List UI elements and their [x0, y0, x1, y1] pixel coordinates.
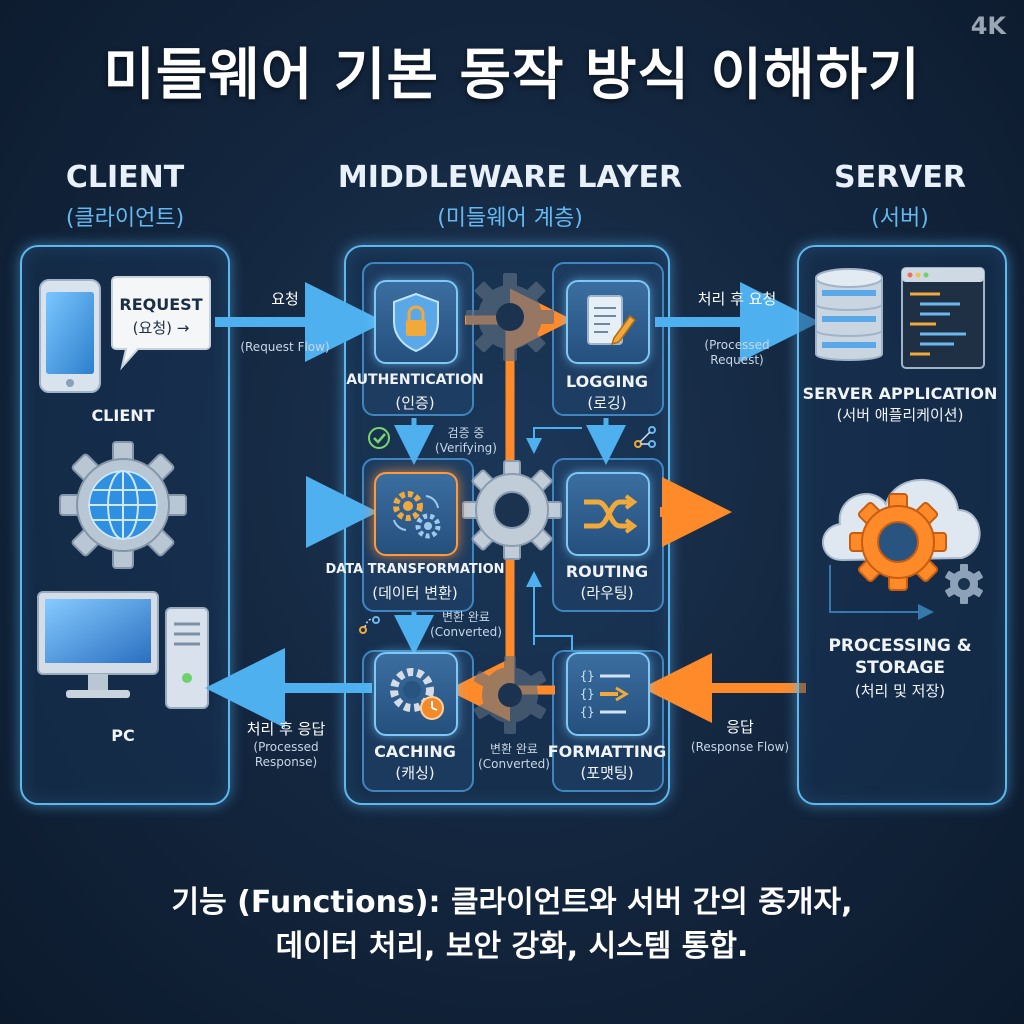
caching-tile[interactable]: [374, 652, 458, 736]
client-column-subtitle: (클라이언트): [65, 206, 185, 231]
code-format-icon: {} {} {}: [580, 669, 630, 719]
central-gear-icon: [462, 460, 562, 560]
authentication-sublabel: (인증): [395, 394, 435, 412]
page-title: 미들웨어 기본 동작 방식 이해하기: [103, 43, 921, 108]
shuffle-route-icon: [584, 494, 638, 534]
processed-request-label-en-2: Request): [710, 353, 764, 367]
code-window-icon: [901, 267, 985, 369]
logging-tile[interactable]: [566, 280, 650, 364]
client-device-label: CLIENT: [91, 406, 155, 425]
authentication-label: AUTHENTICATION: [346, 372, 484, 388]
smartphone-icon: [39, 279, 101, 393]
globe-gear-icon: [59, 441, 187, 569]
processed-response-label-en-1: (Processed: [253, 740, 319, 754]
data-transformation-label: DATA TRANSFORMATION: [325, 562, 505, 577]
middleware-column-subtitle: (미들웨어 계층): [437, 206, 583, 231]
server-column-title: SERVER: [833, 160, 966, 195]
formatting-label: FORMATTING: [547, 742, 667, 761]
verifying-note-en: (Verifying): [435, 441, 497, 455]
footer-line-1: 기능 (Functions): 클라이언트와 서버 간의 중개자,: [171, 885, 853, 920]
network-nodes-icon: [634, 426, 656, 448]
cache-gear-clock-icon: [390, 668, 444, 720]
server-application-sublabel: (서버 애플리케이션): [836, 406, 964, 424]
response-flow-label-en: (Response Flow): [690, 740, 790, 754]
processed-response-label-en-2: Response): [254, 755, 318, 769]
svg-text:{}: {}: [580, 705, 594, 719]
response-flow-label-ko: 응답: [726, 718, 754, 736]
footer-line-2: 데이터 처리, 보안 강화, 시스템 통합.: [275, 929, 749, 964]
data-transformation-sublabel: (데이터 변환): [372, 584, 458, 602]
request-bubble-text: REQUEST: [119, 295, 203, 314]
document-pencil-icon: [587, 295, 637, 346]
formatting-tile[interactable]: {} {} {}: [566, 652, 650, 736]
server-column-subtitle: (서버): [871, 206, 929, 231]
background-gear-bottom-icon: [473, 656, 547, 734]
caching-label: CACHING: [374, 742, 456, 761]
server-application-label: SERVER APPLICATION: [802, 384, 998, 403]
shield-lock-icon: [393, 292, 439, 353]
converted-note-1-ko: 변환 완료: [442, 610, 490, 624]
converted-note-2-ko: 변환 완료: [490, 742, 538, 756]
request-speech-bubble: [111, 276, 211, 371]
routing-tile[interactable]: [566, 472, 650, 556]
cloud-gear-icon: [822, 479, 983, 604]
processing-storage-label-2: STORAGE: [854, 658, 946, 678]
processed-request-label-en-1: (Processed: [704, 338, 770, 352]
verifying-note-ko: 검증 중: [447, 426, 485, 440]
client-column-title: CLIENT: [65, 160, 185, 195]
routing-label: ROUTING: [565, 562, 649, 581]
data-transformation-tile[interactable]: [374, 472, 458, 556]
pc-label: PC: [111, 726, 135, 745]
database-icon: [815, 268, 883, 361]
background-gear-icon: [466, 273, 554, 361]
processing-storage-label-1: PROCESSING &: [828, 636, 972, 656]
conversion-nodes-icon: [359, 616, 380, 634]
logging-sublabel: (로깅): [587, 394, 627, 412]
caching-sublabel: (캐싱): [395, 764, 435, 782]
routing-sublabel: (라우팅): [580, 584, 634, 602]
desktop-pc-icon: [37, 591, 209, 709]
request-flow-label-ko: 요청: [271, 290, 299, 308]
middleware-column-title: MIDDLEWARE LAYER: [337, 160, 683, 195]
check-circle-icon: [368, 427, 390, 449]
processed-response-label-ko: 처리 후 응답: [246, 720, 326, 738]
transform-gears-icon: [393, 491, 441, 539]
resolution-badge: 4K: [970, 12, 1006, 40]
formatting-sublabel: (포맷팅): [580, 764, 634, 782]
svg-text:{}: {}: [580, 669, 594, 683]
processing-storage-sublabel: (처리 및 저장): [854, 682, 946, 700]
authentication-tile[interactable]: [374, 280, 458, 364]
request-flow-label-en: (Request Flow): [240, 340, 330, 354]
converted-note-1-en: (Converted): [430, 625, 502, 639]
processed-request-label-ko: 처리 후 요청: [697, 290, 777, 308]
converted-note-2-en: (Converted): [478, 757, 550, 771]
request-bubble-subtext: (요청) →: [132, 319, 190, 337]
svg-text:{}: {}: [580, 687, 594, 701]
logging-label: LOGGING: [566, 372, 648, 391]
